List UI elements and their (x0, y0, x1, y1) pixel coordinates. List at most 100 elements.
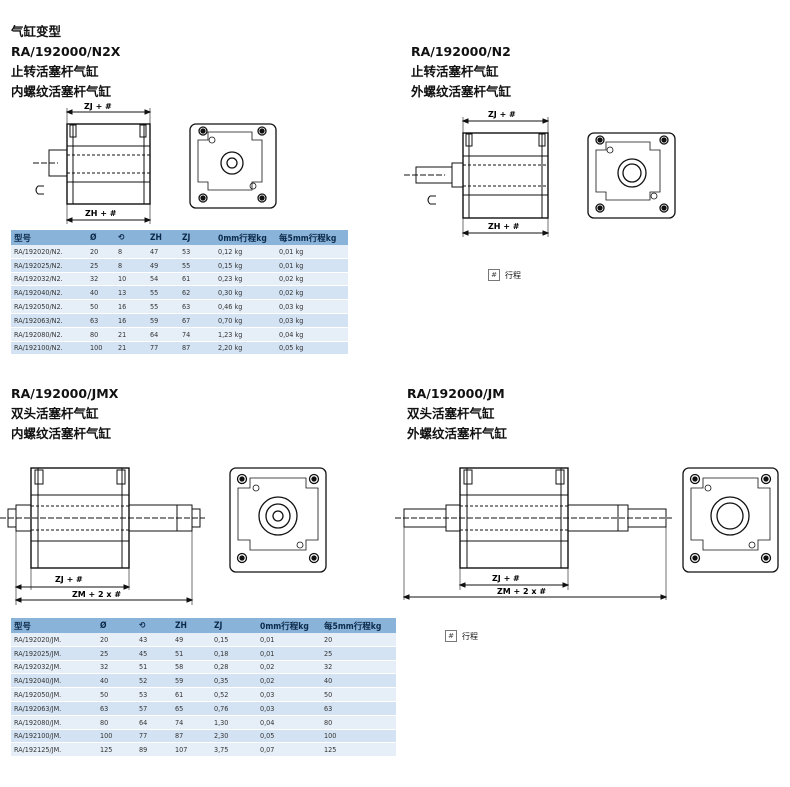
table-cell: 0,12 kg (215, 245, 276, 259)
table-cell: 0,70 kg (215, 313, 276, 328)
col-header: ZJ (211, 618, 257, 633)
title-line: 止转活塞杆气缸 (411, 64, 499, 79)
col-header: 每5mm行程kg (276, 230, 348, 245)
col-header: Ø (97, 618, 136, 633)
table-cell: 74 (172, 715, 211, 730)
table-cell: 63 (87, 313, 115, 328)
table-cell: 43 (136, 633, 172, 647)
section3-title: RA/192000/JMX 双头活塞杆气缸 内螺纹活塞杆气缸 (11, 384, 118, 444)
table-cell: RA/192050/N2. (11, 299, 87, 314)
title-line: RA/192000/JM (407, 386, 505, 401)
table-cell: 21 (115, 327, 147, 342)
table-cell: 0,04 kg (276, 327, 348, 342)
table-cell: 32 (321, 660, 396, 675)
table-cell: 21 (115, 341, 147, 356)
table-cell: 0,01 kg (276, 258, 348, 273)
table-cell: 16 (115, 313, 147, 328)
table-cell: 55 (179, 258, 215, 273)
stroke-legend-text: 行程 (505, 270, 521, 280)
table-cell: 0,28 (211, 660, 257, 675)
table-header-row: 型号 Ø ⟲ ZH ZJ 0mm行程kg 每5mm行程kg (11, 618, 396, 633)
col-header: 型号 (11, 618, 97, 633)
table-cell: 49 (172, 633, 211, 647)
table-cell: 0,23 kg (215, 272, 276, 287)
table-cell: 20 (87, 245, 115, 259)
title-line: RA/192000/N2X (11, 44, 121, 59)
dim-zj-label: ZJ + # (488, 110, 516, 119)
title-line: 双头活塞杆气缸 (407, 406, 495, 421)
table-cell: 0,03 (257, 687, 321, 702)
table-cell: 20 (97, 633, 136, 647)
table-cell: RA/192063/N2. (11, 313, 87, 328)
table-cell: 100 (321, 729, 396, 744)
table-header-row: 型号 Ø ⟲ ZH ZJ 0mm行程kg 每5mm行程kg (11, 230, 348, 245)
table-cell: 0,03 (257, 701, 321, 716)
table-cell: 80 (321, 715, 396, 730)
table-cell: 57 (136, 701, 172, 716)
table-cell: RA/192050/JM. (11, 687, 97, 702)
table-cell: RA/192032/N2. (11, 272, 87, 287)
table-cell: 0,01 kg (276, 245, 348, 259)
table-cell: 52 (136, 673, 172, 689)
table-cell: RA/192040/N2. (11, 285, 87, 301)
table-cell: 77 (147, 341, 179, 356)
table-cell: 0,05 (257, 729, 321, 744)
table-cell: 40 (87, 285, 115, 301)
table-cell: 59 (147, 313, 179, 328)
col-header: 0mm行程kg (215, 230, 276, 245)
table-cell: 87 (179, 341, 215, 356)
stroke-legend-text: 行程 (462, 631, 478, 641)
table-cell: RA/192020/N2. (11, 245, 87, 259)
table-cell: 65 (172, 701, 211, 716)
table-cell: 2,30 (211, 729, 257, 744)
title-line: RA/192000/JMX (11, 386, 119, 401)
stroke-symbol: # (445, 630, 457, 642)
table-cell: 59 (172, 673, 211, 689)
table-cell: 0,03 kg (276, 299, 348, 314)
table-cell: 1,23 kg (215, 327, 276, 342)
col-header: ZJ (179, 230, 215, 245)
table-cell: 0,02 (257, 660, 321, 675)
table-cell: 0,76 (211, 701, 257, 716)
dim-zh-label: ZH + # (85, 209, 117, 218)
table-cell: 0,03 kg (276, 313, 348, 328)
table-cell: RA/192032/JM. (11, 660, 97, 675)
table-cell: 25 (87, 258, 115, 273)
table-cell: 1,30 (211, 715, 257, 730)
table-cell: 0,01 (257, 633, 321, 647)
table-cell: 25 (321, 646, 396, 661)
table-cell: 13 (115, 285, 147, 301)
title-line: RA/192000/N2 (411, 44, 511, 59)
table-cell: 62 (179, 285, 215, 301)
table-cell: RA/192025/JM. (11, 646, 97, 661)
table-cell: 89 (136, 742, 172, 758)
table-cell: 0,05 kg (276, 341, 348, 356)
table-cell: 51 (136, 660, 172, 675)
table-cell: 16 (115, 299, 147, 314)
table-cell: 63 (97, 701, 136, 716)
dim-zm-label: ZM + 2 x # (72, 590, 121, 599)
table-cell: 55 (147, 299, 179, 314)
dim-zj-label: ZJ + # (84, 102, 112, 111)
table-cell: 45 (136, 646, 172, 661)
dim-zj-label: ZJ + # (55, 575, 83, 584)
table-cell: 100 (97, 729, 136, 744)
table-cell: 87 (172, 729, 211, 744)
table-cell: 0,02 (257, 673, 321, 689)
table-cell: 80 (87, 327, 115, 342)
col-header: Ø (87, 230, 115, 245)
table-cell: 80 (97, 715, 136, 730)
table-cell: 10 (115, 272, 147, 287)
